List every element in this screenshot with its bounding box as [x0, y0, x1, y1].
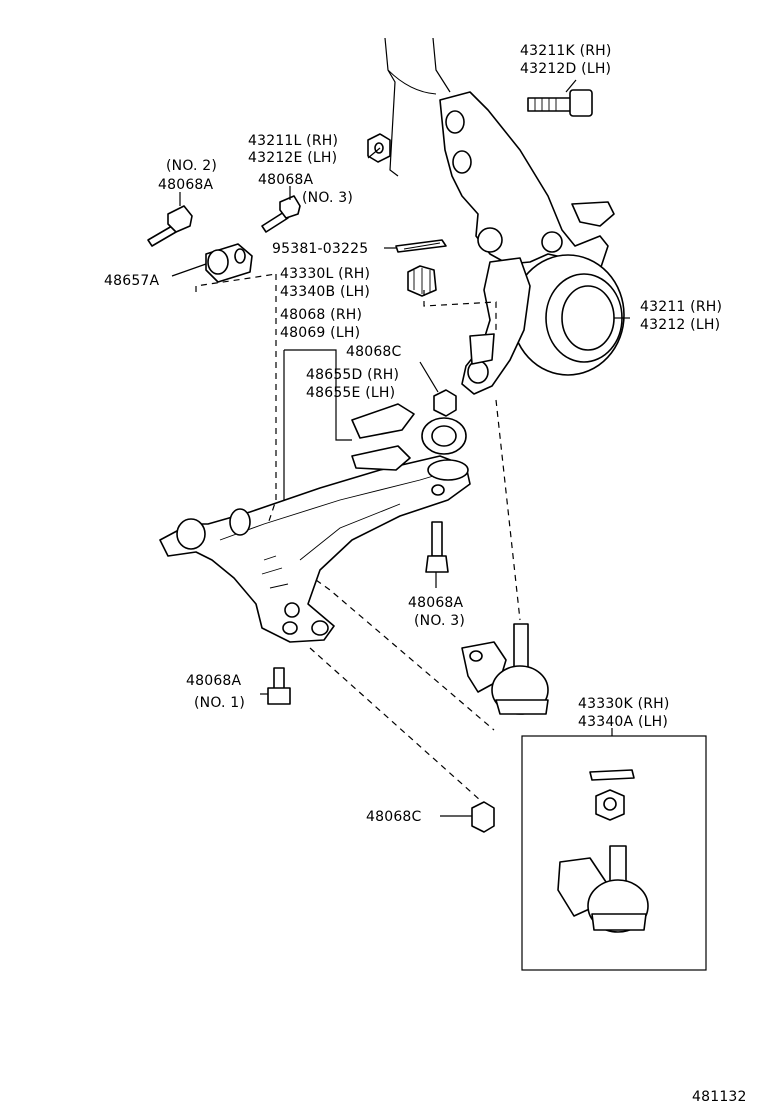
label-no1: (NO. 1) [194, 695, 245, 711]
label-48657a: 48657A [104, 273, 160, 289]
label-no3-mid: (NO. 3) [414, 613, 465, 629]
rear-bushing [421, 417, 467, 455]
nut-48068c-top [433, 389, 457, 417]
label-48655e: 48655E (LH) [306, 385, 395, 401]
label-43340b: 43340B (LH) [280, 284, 370, 300]
bolt-no2 [147, 205, 193, 247]
bolt-no3-top [261, 195, 301, 233]
ball-joint-kit-box [521, 735, 707, 971]
bolt-no1 [267, 667, 291, 705]
ball-joint-assembled [461, 623, 549, 715]
label-48068-rh: 48068 (RH) [280, 307, 362, 323]
label-48068a-left: 48068A [158, 177, 214, 193]
label-no2: (NO. 2) [166, 158, 217, 174]
lower-control-arm [159, 455, 471, 643]
leader-lines [171, 79, 630, 817]
label-95381: 95381-03225 [272, 241, 368, 257]
label-43212: 43212 (LH) [640, 317, 720, 333]
figure-id: 481132 [692, 1089, 747, 1105]
label-48068a-top: 48068A [258, 172, 314, 188]
bolt-no3-mid [425, 521, 449, 573]
label-43211l: 43211L (RH) [248, 133, 338, 149]
bushing-48657a [205, 243, 253, 283]
knuckle-nut [367, 133, 391, 163]
label-43330k: 43330K (RH) [578, 696, 670, 712]
label-48068a-mid: 48068A [408, 595, 464, 611]
castle-nut [407, 265, 437, 297]
cotter-pin [395, 239, 447, 253]
label-48068c-top: 48068C [346, 344, 402, 360]
label-43212d: 43212D (LH) [520, 61, 611, 77]
stopper-plates [351, 403, 415, 471]
knuckle-bolt [527, 89, 593, 117]
nut-48068c-bottom [471, 801, 495, 833]
label-48068c-bottom: 48068C [366, 809, 422, 825]
label-48655d: 48655D (RH) [306, 367, 399, 383]
label-43212e: 43212E (LH) [248, 150, 337, 166]
label-43211k: 43211K (RH) [520, 43, 612, 59]
label-48069-lh: 48069 (LH) [280, 325, 360, 341]
label-43330l: 43330L (RH) [280, 266, 370, 282]
label-48068a-low: 48068A [186, 673, 242, 689]
label-no3-top: (NO. 3) [302, 190, 353, 206]
label-43211: 43211 (RH) [640, 299, 722, 315]
label-43340a: 43340A (LH) [578, 714, 668, 730]
